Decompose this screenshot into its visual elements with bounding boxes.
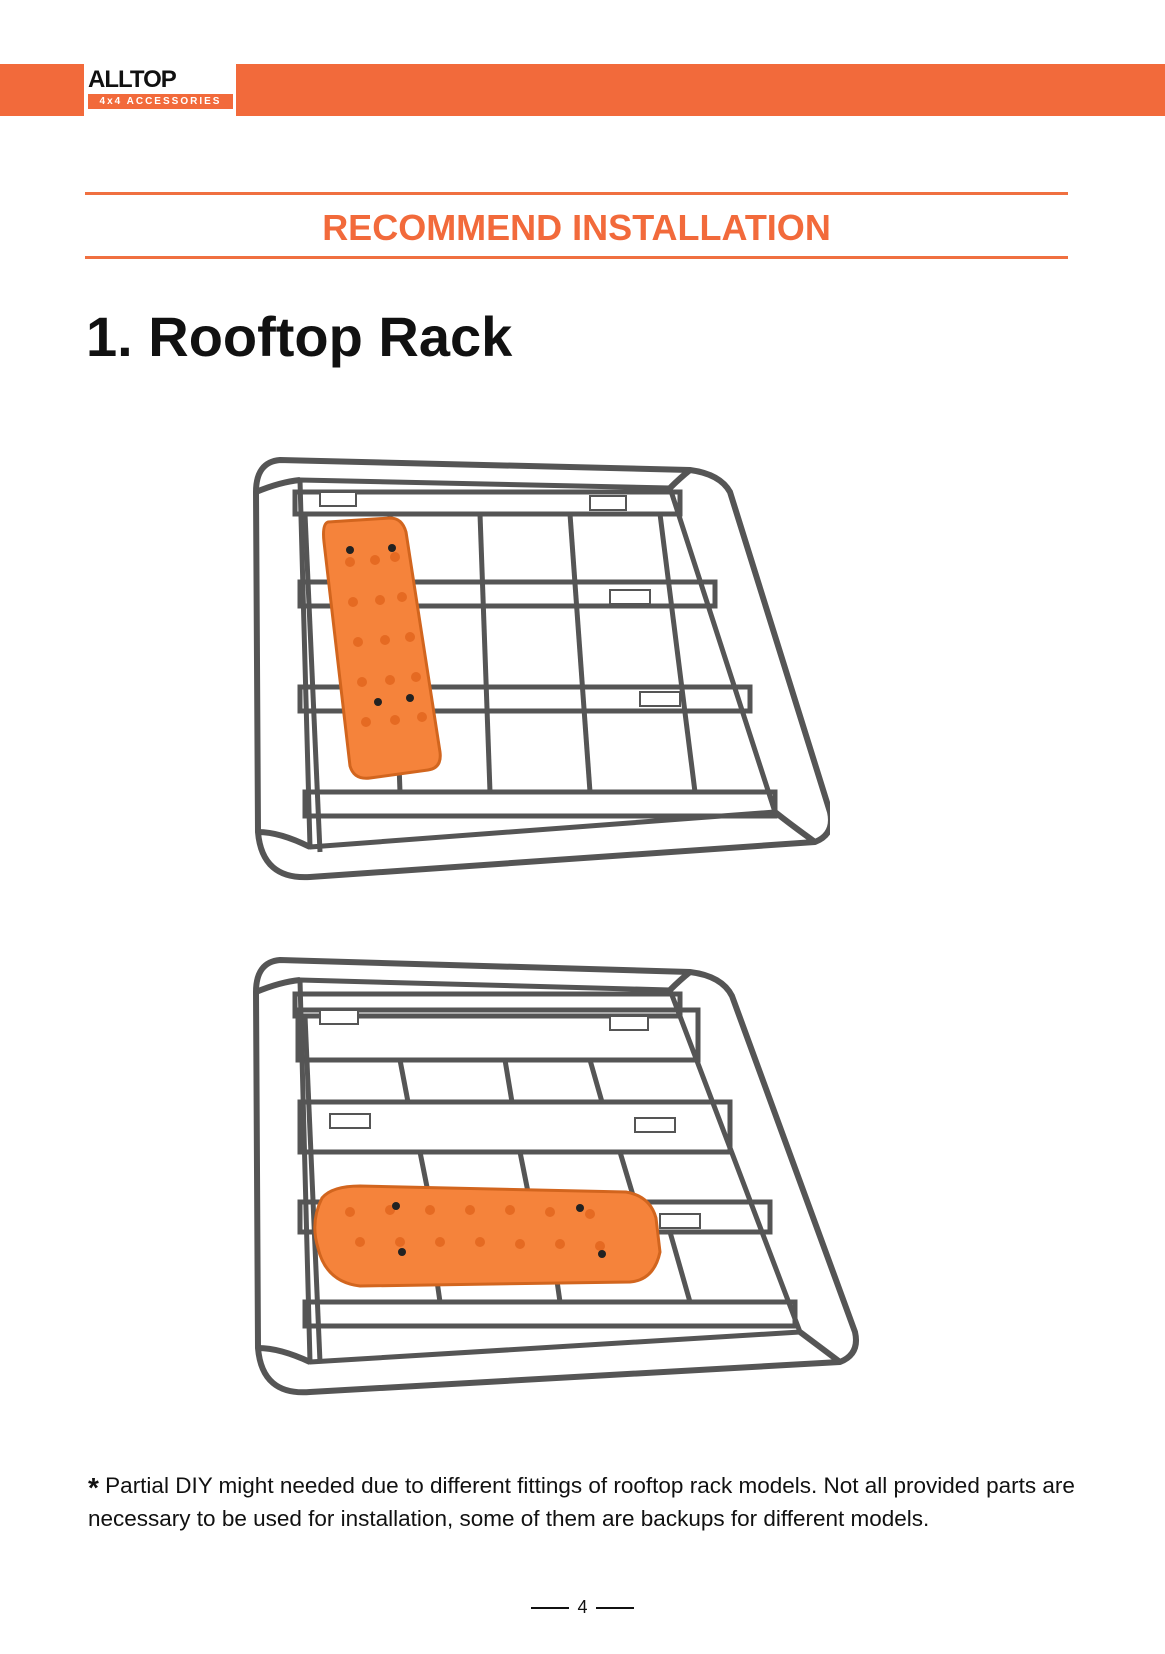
- note-text: Partial DIY might needed due to differen…: [88, 1473, 1075, 1531]
- rooftop-rack-vertical-board-illustration: [253, 457, 830, 881]
- installation-note: * Partial DIY might needed due to differ…: [88, 1470, 1098, 1534]
- traction-board-horizontal-icon: [313, 1184, 662, 1288]
- section-rule-bottom: [85, 256, 1068, 259]
- section-rule-top: [85, 192, 1068, 195]
- brand-tagline: 4x4 ACCESSORIES: [88, 94, 233, 109]
- footer-dash-right: [595, 1607, 634, 1610]
- footer-dash-left: [531, 1607, 570, 1610]
- section-title: RECOMMEND INSTALLATION: [322, 207, 831, 248]
- page-number: 4: [577, 1597, 588, 1617]
- note-bullet: *: [88, 1472, 99, 1503]
- brand-name: ALLTOP: [88, 66, 177, 93]
- traction-board-vertical-icon: [322, 516, 442, 780]
- page-footer: 4: [0, 1597, 1165, 1618]
- rooftop-rack-horizontal-board-illustration: [253, 957, 859, 1396]
- page-heading: 1. Rooftop Rack: [86, 305, 513, 368]
